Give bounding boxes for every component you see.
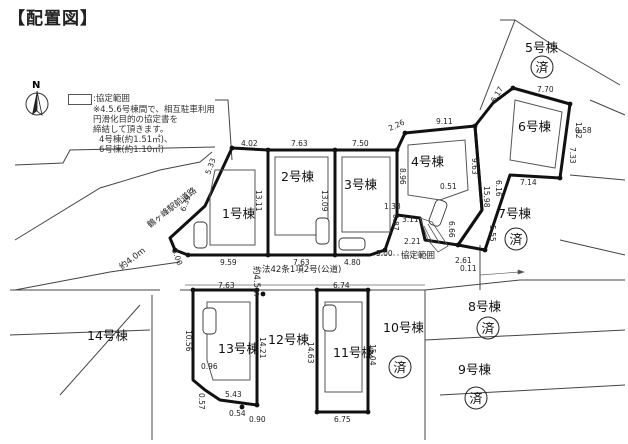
dim: 6.74	[333, 281, 350, 290]
dim: 7.50	[352, 139, 369, 148]
dim: 3.00	[376, 249, 393, 258]
agreement-legend-swatch	[68, 94, 92, 105]
dim: 5.43	[225, 390, 242, 399]
boundary-lines	[9, 19, 626, 440]
lot-3-label: 3号棟	[344, 177, 377, 192]
lot-14-label: 14号棟	[87, 328, 128, 343]
lot-11-label: 11号棟	[333, 345, 374, 360]
dim: 0.90	[249, 415, 266, 424]
dim: 7.14	[520, 178, 537, 187]
dim: 7.63	[218, 281, 235, 290]
public-road-label: 法42条1項2号(公道)	[262, 264, 341, 275]
dim: 7.70	[537, 85, 554, 94]
north-arrow-icon: N	[25, 80, 49, 117]
dim: 14.63	[306, 342, 315, 364]
dim: 13.09	[320, 190, 329, 212]
dim: 3.11	[402, 215, 419, 224]
dim: 0.54	[229, 409, 246, 418]
legend-note-2: 円滑化目的の協定書を	[93, 115, 179, 125]
sold-mark-10: 済	[393, 360, 406, 376]
lot-6-label: 6号棟	[518, 119, 551, 134]
dim: 7.63	[293, 258, 310, 267]
dim: 0.58	[575, 126, 592, 135]
legend-note-3: 締結して頂きます。	[93, 125, 169, 135]
sold-mark-7: 済	[509, 232, 522, 248]
lot-6-outline	[456, 86, 572, 252]
dim: 0.51	[440, 182, 457, 191]
car-icon	[315, 217, 330, 245]
car-icon	[202, 307, 217, 335]
car-icon	[322, 304, 337, 332]
lot-13-label: 13号棟	[218, 341, 259, 356]
corner-width: 約4.5m	[251, 266, 262, 296]
dim: 5.33	[203, 157, 217, 176]
page-title: 【配置図】	[8, 9, 98, 29]
side-road-label: 鶴ヶ峰駅前道路	[145, 185, 199, 231]
dim: 6.16	[494, 180, 503, 197]
lot-4-label: 4号棟	[411, 154, 444, 169]
legend-label: :協定範囲	[93, 94, 130, 104]
dim: 14.21	[258, 337, 267, 359]
dim: 7.33	[568, 147, 577, 164]
dim: 2.21	[404, 237, 421, 246]
dim: 7.63	[291, 139, 308, 148]
dim: 2.61	[455, 256, 472, 265]
dim: 0.57	[197, 393, 206, 410]
dim: 4.02	[241, 139, 258, 148]
lot-5-label: 5号棟	[525, 40, 558, 55]
legend-note-4: 4号棟(約1.51㎡)、	[99, 135, 173, 145]
dim: 9.59	[220, 258, 237, 267]
dim: 2.26	[387, 118, 406, 133]
dim: 0.87	[391, 214, 400, 231]
legend-note-1: ※4.5.6号棟間で、相互駐車利用	[93, 105, 215, 115]
sold-marks	[388, 55, 554, 410]
dim: 15.04	[368, 344, 377, 366]
legend-note-5: 6号棟(約1.10㎡)	[99, 145, 164, 155]
dim: 0.96	[201, 362, 218, 371]
dim: 6.75	[334, 415, 351, 424]
agreement-area-label: 協定範囲	[401, 250, 435, 261]
sold-mark-9: 済	[469, 391, 482, 407]
sold-mark-8: 済	[481, 321, 494, 337]
dim: 1.82	[574, 122, 583, 139]
dim: 9.63	[470, 158, 479, 175]
lot-10-label: 10号棟	[383, 320, 424, 335]
car-icon	[193, 221, 208, 249]
dim: 3.00	[170, 248, 184, 267]
dim: 1.38	[384, 202, 401, 211]
lot-2-label: 2号棟	[281, 169, 314, 184]
lot-1-label: 1号棟	[222, 206, 255, 221]
dim: 15.98	[482, 186, 491, 208]
dim: 9.11	[436, 117, 453, 126]
corner-markers	[172, 85, 573, 415]
car-icon	[428, 199, 448, 227]
lot-12-label: 12号棟	[268, 332, 309, 347]
parking-cars	[193, 199, 448, 335]
lot-7-label: 7号棟	[498, 206, 531, 221]
lot-9-label: 9号棟	[458, 362, 491, 377]
dim: 10.56	[184, 330, 193, 352]
dim: 13.11	[254, 190, 263, 212]
side-road-width: 約4.0m	[117, 245, 148, 272]
dim: 6.66	[447, 221, 456, 238]
lot-8-label: 8号棟	[468, 299, 501, 314]
sold-mark-5: 済	[535, 60, 548, 76]
north-label: N	[32, 80, 40, 91]
dim: 4.80	[344, 258, 361, 267]
dim: 5.55	[488, 225, 497, 242]
agreement-area	[419, 217, 449, 253]
car-icon	[338, 237, 366, 251]
dim: 8.96	[398, 168, 407, 185]
dim: 0.11	[460, 264, 477, 273]
